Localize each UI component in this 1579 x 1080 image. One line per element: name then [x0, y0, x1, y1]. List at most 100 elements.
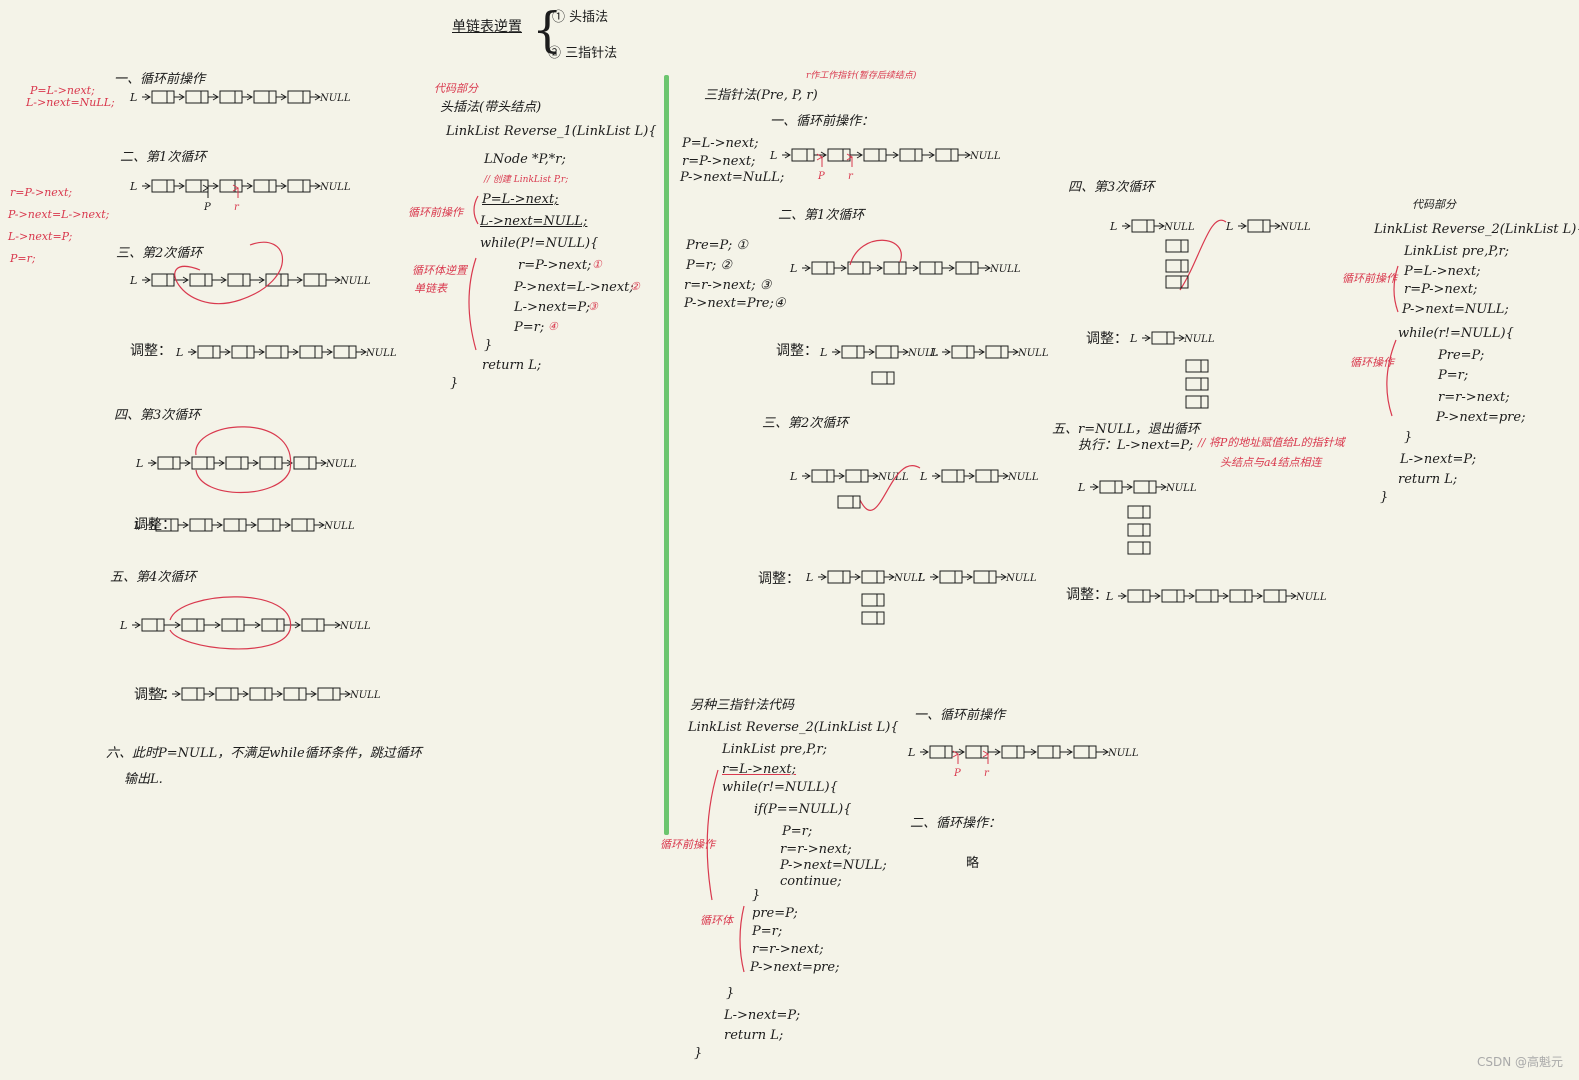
list-node [197, 345, 221, 359]
threeptr-pre-step-3: P->next=NuLL; [680, 170, 785, 185]
list-arrowhead [928, 151, 935, 159]
threeptr-exit-exec: 执行：L->next=P; [1078, 438, 1194, 453]
list-node [929, 745, 953, 759]
headinsert-mark-2: ② [630, 280, 640, 293]
list-node [1073, 745, 1097, 759]
list-arrowhead [840, 264, 847, 272]
loop-curve [849, 239, 902, 266]
pointer-label: r [984, 768, 990, 779]
list-arrowhead [1092, 483, 1099, 491]
list-arrowhead [344, 690, 351, 698]
list-arrowhead [182, 521, 189, 529]
alt-while: while(r!=NULL){ [722, 780, 838, 795]
list-arrowhead [820, 573, 827, 581]
step-1: r=P->next; [10, 186, 73, 199]
left-adjust-3: 调整： [134, 687, 176, 703]
list-arrowhead [174, 621, 181, 629]
threeptr-code-signature: LinkList Reverse_2(LinkList L){ [1374, 222, 1579, 237]
list-node [151, 273, 175, 287]
list-node [847, 261, 871, 275]
threeptr-code-line-3: P->next=NULL; [1402, 302, 1509, 317]
list-arrowhead [286, 459, 293, 467]
list-arrowhead [284, 521, 291, 529]
list-arrowhead [804, 472, 811, 480]
alt-body-2: P=r; [752, 924, 783, 939]
list-arrowhead [292, 348, 299, 356]
list-arrowhead [216, 521, 223, 529]
list-arrowhead [994, 748, 1001, 756]
alt-end: } [694, 1046, 703, 1061]
list-node [1229, 589, 1253, 603]
null-label: NULL [1007, 472, 1039, 483]
list-label: L [789, 262, 797, 275]
headinsert-while: while(P!=NULL){ [480, 236, 599, 251]
list-arrowhead [876, 264, 883, 272]
list-arrowhead [1274, 222, 1281, 230]
threeptr-code-while: while(r!=NULL){ [1398, 326, 1514, 341]
threeptr-loop3-title: 四、第3次循环 [1068, 180, 1155, 195]
headinsert-body-4: P=r; [514, 320, 545, 335]
list-label: L [1129, 332, 1137, 345]
list-arrowhead [1102, 748, 1109, 756]
left-adjust-2: 调整： [134, 517, 176, 533]
list-arrowhead [294, 621, 301, 629]
list-arrowhead [1154, 592, 1161, 600]
list-node [223, 518, 247, 532]
list-node [791, 148, 815, 162]
code-bracket [468, 257, 477, 351]
threeptr-code-return-2: return L; [1398, 472, 1458, 487]
list-node [249, 687, 273, 701]
threeptr-code-body-3: r=r->next; [1438, 390, 1510, 405]
list-arrowhead [296, 276, 303, 284]
list-arrowhead [134, 621, 141, 629]
list-node [883, 261, 907, 275]
code-bracket [706, 769, 719, 901]
list-node [861, 570, 885, 584]
list-node [291, 518, 315, 532]
left-loop1-title: 二、第1次循环 [120, 150, 207, 165]
threeptr-code-body-4: P->next=pre; [1436, 410, 1526, 425]
step-2: P->next=L->next; [8, 208, 110, 221]
alt-loop-label: 循环体 [700, 914, 733, 927]
stacked-node [1127, 505, 1151, 519]
stacked-node [837, 495, 861, 509]
alt-side-loop: 二、循环操作： [910, 816, 1002, 831]
list-node [985, 345, 1009, 359]
list-label: L [805, 571, 813, 584]
list-node [899, 148, 923, 162]
threeptr-code-line-2: r=P->next; [1404, 282, 1478, 297]
alt-return-1: L->next=P; [724, 1008, 801, 1023]
left-loop4-title: 五、第4次循环 [110, 570, 197, 585]
alt-if-3: P->next=NULL; [780, 858, 887, 873]
list-arrowhead [902, 348, 909, 356]
threeptr-pre-title: 一、循环前操作： [770, 114, 875, 129]
list-arrowhead [934, 472, 941, 480]
threeptr-loop1-step-3: r=r->next; ③ [684, 278, 772, 293]
headinsert-pre-label: 循环前操作 [408, 206, 463, 219]
step-4: P=r; [10, 252, 36, 265]
list-node [219, 179, 243, 193]
threeptr-code-line-1: P=L->next; [1404, 264, 1481, 279]
stacked-node [1185, 395, 1209, 409]
list-label: L [133, 519, 141, 532]
list-arrowhead [242, 690, 249, 698]
headinsert-mark-1: ① [592, 258, 602, 271]
list-node [141, 618, 165, 632]
alt-if: if(P==NULL){ [754, 802, 852, 817]
null-label: NULL [339, 621, 371, 632]
list-node [189, 273, 213, 287]
header-brace: { [532, 2, 563, 58]
list-arrowhead [314, 93, 321, 101]
list-node [157, 456, 181, 470]
list-arrowhead [320, 459, 327, 467]
list-node [841, 345, 865, 359]
list-label: L [769, 149, 777, 162]
list-arrowhead [968, 472, 975, 480]
pointer-label: r [848, 171, 854, 182]
null-label: NULL [1165, 483, 1197, 494]
headinsert-decl: LNode *P,*r; [484, 152, 566, 167]
alt-if-4: continue; [780, 874, 842, 889]
alt-if-2: r=r->next; [780, 842, 852, 857]
list-arrowhead [816, 153, 823, 161]
